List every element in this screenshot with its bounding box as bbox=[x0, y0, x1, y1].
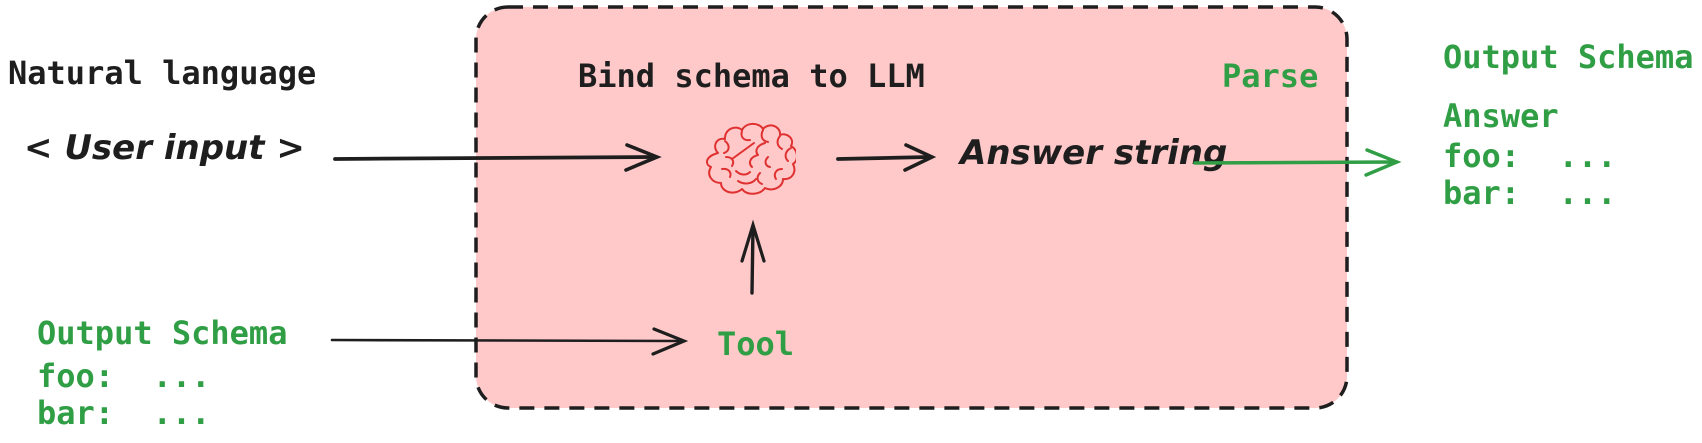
left-output-schema-title: Output Schema bbox=[37, 314, 288, 352]
right-schema-line-foo: foo: ... bbox=[1443, 137, 1617, 175]
answer-string-label: Answer string bbox=[960, 133, 1228, 173]
tool-label: Tool bbox=[717, 325, 795, 363]
natural-language-label: Natural language bbox=[8, 54, 317, 92]
brain-icon bbox=[705, 122, 796, 195]
right-schema-name: Answer bbox=[1443, 97, 1559, 135]
user-input-label: < User input > bbox=[24, 128, 305, 168]
right-output-schema-title: Output Schema bbox=[1443, 38, 1694, 76]
bind-schema-box bbox=[474, 5, 1349, 410]
bind-schema-title: Bind schema to LLM bbox=[578, 57, 925, 95]
left-schema-line-bar: bar: ... bbox=[37, 394, 211, 432]
arrow-tool-to-llm-icon bbox=[740, 219, 766, 295]
right-schema-line-bar: bar: ... bbox=[1443, 174, 1617, 212]
arrow-user-input-to-llm-icon bbox=[333, 143, 662, 172]
arrow-schema-to-tool-icon bbox=[330, 327, 689, 356]
arrow-llm-to-answer-icon bbox=[836, 143, 937, 172]
arrow-parse-to-output-icon bbox=[1193, 148, 1402, 177]
parse-label: Parse bbox=[1222, 57, 1319, 95]
left-schema-line-foo: foo: ... bbox=[37, 357, 211, 395]
